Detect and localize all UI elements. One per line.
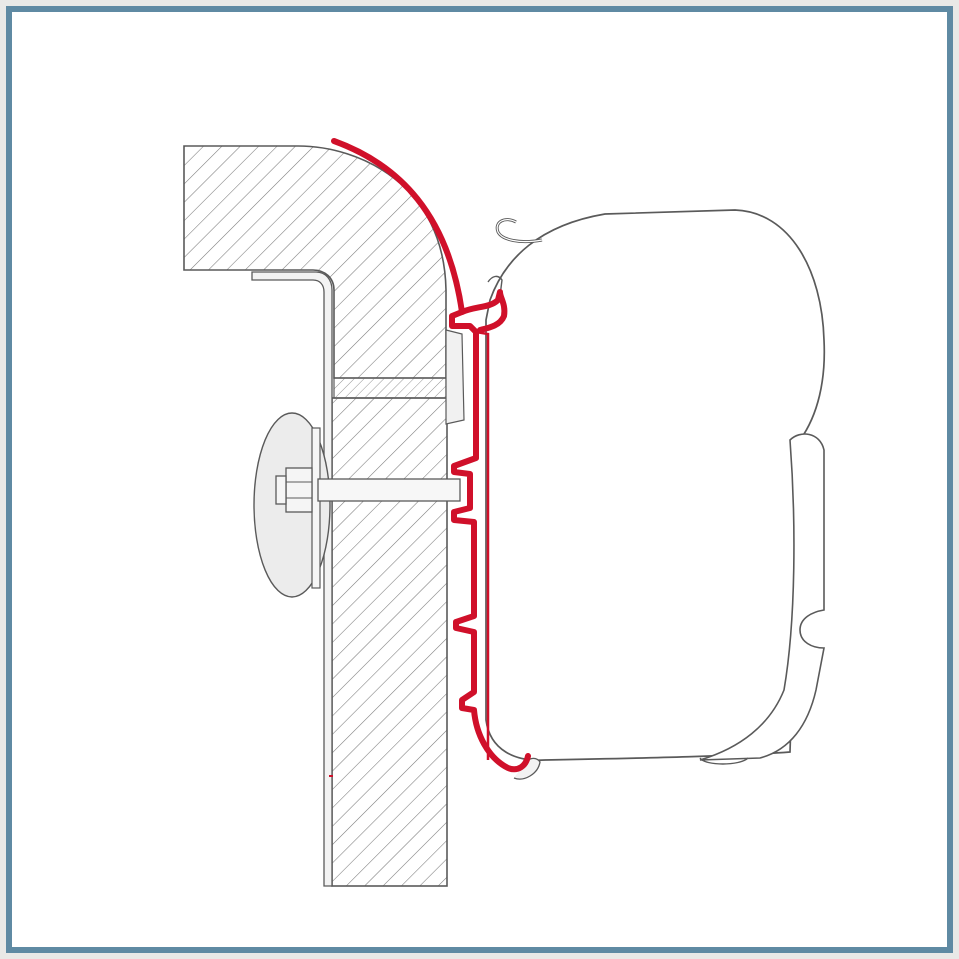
l-angle-bracket: [251, 271, 333, 887]
front-lip-profile: [699, 433, 825, 761]
hook-clip-inner: [496, 219, 543, 243]
mounting-bolt-shaft: [317, 478, 461, 502]
rail-top-clip: [487, 275, 503, 297]
adapter-rail-profile: [331, 138, 531, 773]
wall-joint-section: [333, 377, 447, 399]
wall-lower-section: [331, 397, 448, 887]
washer-flat-plate: [311, 427, 321, 589]
mounting-bolt-nut: [275, 467, 313, 513]
wall-upper-section: [183, 145, 447, 379]
hook-clip: [495, 218, 543, 244]
cassette-foot: [699, 757, 749, 765]
awning-cassette-housing: [485, 209, 826, 762]
rail-spacer-block: [445, 329, 465, 425]
